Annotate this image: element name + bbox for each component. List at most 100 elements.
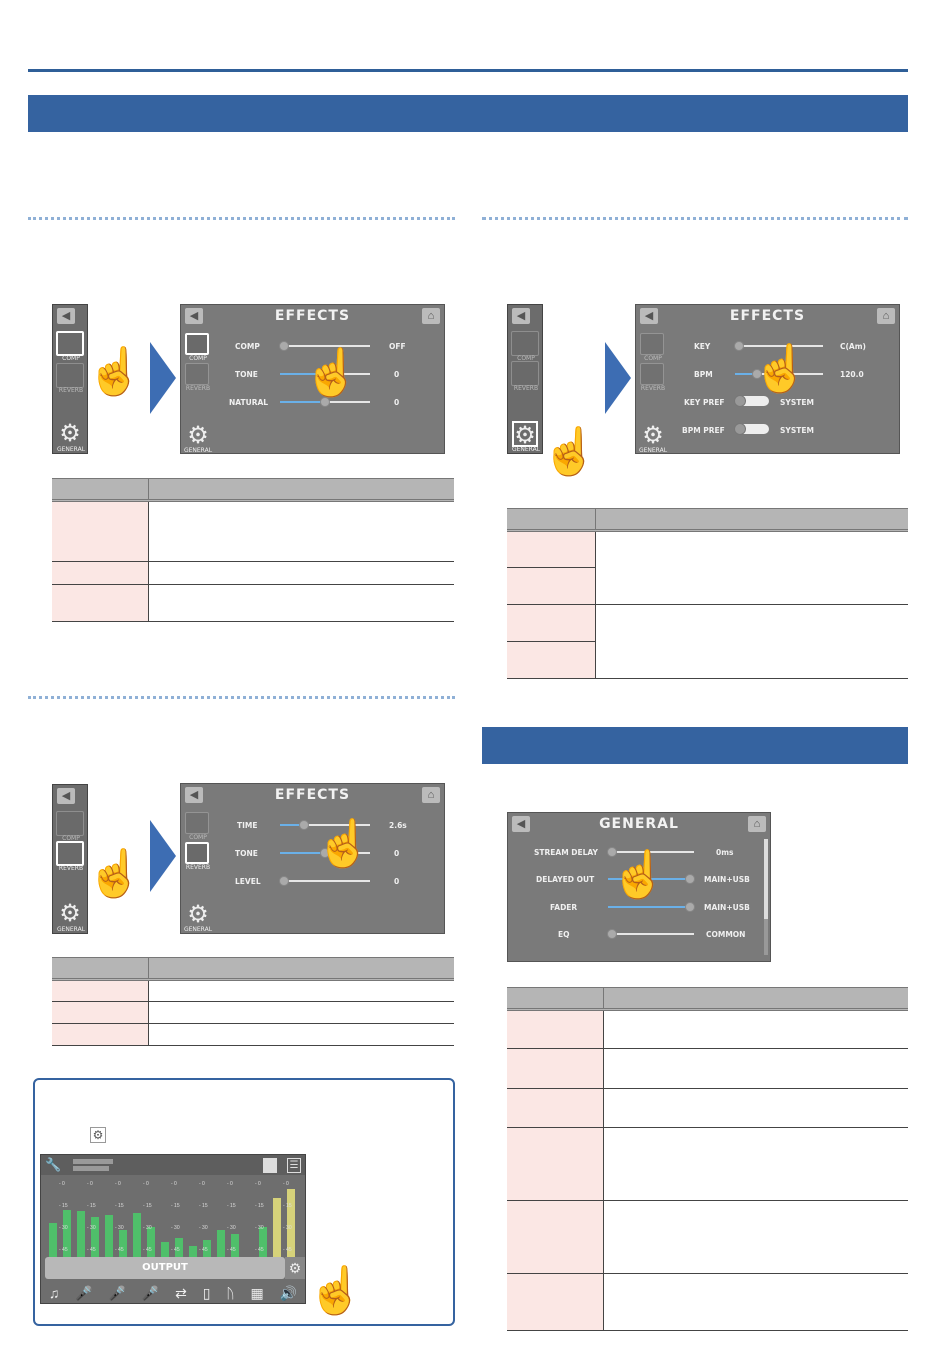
scrollbar[interactable] — [764, 839, 768, 955]
speaker-icon[interactable]: 🔊 — [279, 1284, 298, 1301]
gear-icon[interactable]: ⚙ — [187, 422, 209, 449]
meter-scale-tick: - 30 — [143, 1225, 152, 1231]
param-value: COMMON — [706, 930, 746, 939]
eq-slider[interactable] — [607, 929, 694, 939]
reverb-button[interactable] — [185, 363, 209, 385]
reverb-label: REVERB — [58, 387, 84, 394]
meter-scale-tick: - 30 — [87, 1225, 96, 1231]
comp-label: COMP — [62, 835, 80, 842]
meter-bar — [273, 1198, 281, 1257]
mic-icon[interactable]: 🎤 — [108, 1284, 126, 1301]
screen-title: EFFECTS — [729, 308, 806, 324]
wrench-icon[interactable]: 🔧 — [45, 1157, 62, 1172]
back-icon[interactable]: ◀ — [640, 308, 658, 324]
home-icon[interactable]: ⌂ — [877, 308, 895, 324]
back-icon[interactable]: ◀ — [57, 308, 75, 324]
param-value: SYSTEM — [780, 426, 814, 435]
reverb-button[interactable] — [56, 363, 84, 388]
back-icon[interactable]: ◀ — [185, 308, 203, 324]
comp-button[interactable] — [511, 331, 539, 356]
preset-name-block — [73, 1159, 113, 1164]
gear-icon[interactable]: ⚙ — [187, 901, 209, 928]
key-pref-toggle[interactable] — [734, 395, 769, 407]
phone-icon[interactable]: ▯ — [202, 1284, 211, 1301]
back-icon[interactable]: ◀ — [512, 816, 530, 832]
reverb-button[interactable] — [511, 361, 539, 386]
usb-icon[interactable]: ⇄ — [175, 1284, 187, 1301]
comp-button[interactable] — [640, 333, 664, 355]
key-parameter-table — [507, 508, 908, 679]
meter-scale-tick: - 15 — [199, 1203, 208, 1209]
meter-bar — [133, 1213, 141, 1257]
meter-scale-tick: - 30 — [171, 1225, 180, 1231]
back-icon[interactable]: ◀ — [512, 308, 530, 324]
meter-bar — [217, 1230, 225, 1257]
comp-button[interactable] — [185, 812, 209, 834]
gear-icon[interactable]: ⚙ — [642, 422, 664, 449]
back-icon[interactable]: ◀ — [57, 788, 75, 804]
comp-slider[interactable] — [279, 341, 370, 351]
side-panel-reverb: ◀ COMP REVERB ⚙ GENERAL ☝ — [52, 784, 143, 934]
meter-scale-tick: - 15 — [59, 1203, 68, 1209]
meter-bar — [175, 1238, 183, 1257]
bluetooth-icon[interactable]: ᚢ — [226, 1285, 235, 1301]
reverb-button[interactable] — [640, 363, 664, 385]
gear-icon: ⚙ — [90, 1127, 106, 1143]
meter-scale-tick: - 30 — [199, 1225, 208, 1231]
tone-slider[interactable] — [280, 369, 370, 379]
mic-icon[interactable]: 🎤 — [141, 1284, 160, 1301]
meter-bar — [119, 1230, 127, 1257]
meter-scale-tick: - 0 — [283, 1181, 289, 1187]
guitar-icon[interactable]: ♫ — [48, 1285, 60, 1301]
pointing-hand-icon: ☝ — [307, 1264, 365, 1316]
meter-scale-tick: - 30 — [115, 1225, 124, 1231]
meter-scale-tick: - 15 — [115, 1203, 124, 1209]
home-icon[interactable]: ⌂ — [748, 816, 766, 832]
gear-icon[interactable]: ⚙ — [59, 900, 81, 927]
comp-button[interactable] — [185, 333, 209, 355]
output-bar[interactable]: OUTPUT — [45, 1257, 285, 1279]
tone-slider[interactable] — [280, 848, 370, 858]
pointing-hand-icon: ☝ — [303, 346, 361, 398]
meter-scale-tick: - 30 — [283, 1225, 292, 1231]
comp-button[interactable] — [56, 811, 84, 836]
general-label: GENERAL — [511, 446, 541, 453]
subsection-divider — [482, 217, 908, 220]
bpm-slider[interactable] — [735, 369, 823, 379]
home-icon[interactable]: ⌂ — [422, 787, 440, 803]
fader-slider[interactable] — [608, 902, 695, 912]
reverb-button[interactable] — [56, 841, 84, 866]
level-slider[interactable] — [279, 876, 370, 886]
file-icon[interactable] — [263, 1158, 277, 1173]
gear-icon[interactable]: ⚙ — [59, 420, 81, 447]
mic-icon[interactable]: 🎤 — [75, 1284, 93, 1301]
meter-scale-tick: - 45 — [171, 1247, 180, 1253]
time-slider[interactable] — [280, 820, 370, 830]
param-value: C(Am) — [840, 342, 866, 351]
meter-scale-tick: - 15 — [227, 1203, 236, 1209]
delayed-out-slider[interactable] — [608, 874, 695, 884]
param-value: MAIN+USB — [704, 903, 750, 912]
level-meter: - 0- 15- 30- 45 — [133, 1181, 157, 1257]
gear-icon[interactable]: ⚙ — [285, 1257, 305, 1279]
comp-label: COMP — [189, 355, 207, 362]
back-icon[interactable]: ◀ — [185, 787, 203, 803]
meter-bar — [231, 1234, 239, 1257]
menu-icon[interactable]: ☰ — [287, 1158, 301, 1173]
natural-slider[interactable] — [280, 397, 370, 407]
comp-button[interactable] — [56, 331, 84, 356]
pointing-hand-icon: ☝ — [86, 345, 144, 397]
comp-label: COMP — [189, 834, 207, 841]
gear-icon[interactable]: ⚙ — [512, 421, 538, 449]
stream-delay-slider[interactable] — [607, 847, 694, 857]
reverb-button[interactable] — [185, 842, 209, 864]
bpm-pref-toggle[interactable] — [734, 423, 769, 435]
key-slider[interactable] — [734, 341, 823, 351]
mixer-header: 🔧 ☰ — [41, 1155, 305, 1175]
param-label: COMP — [235, 342, 260, 351]
meter-scale-tick: - 30 — [59, 1225, 68, 1231]
reverb-label: REVERB — [640, 385, 666, 392]
pads-icon[interactable]: ▦ — [250, 1284, 264, 1301]
param-label: TONE — [235, 849, 258, 858]
home-icon[interactable]: ⌂ — [422, 308, 440, 324]
